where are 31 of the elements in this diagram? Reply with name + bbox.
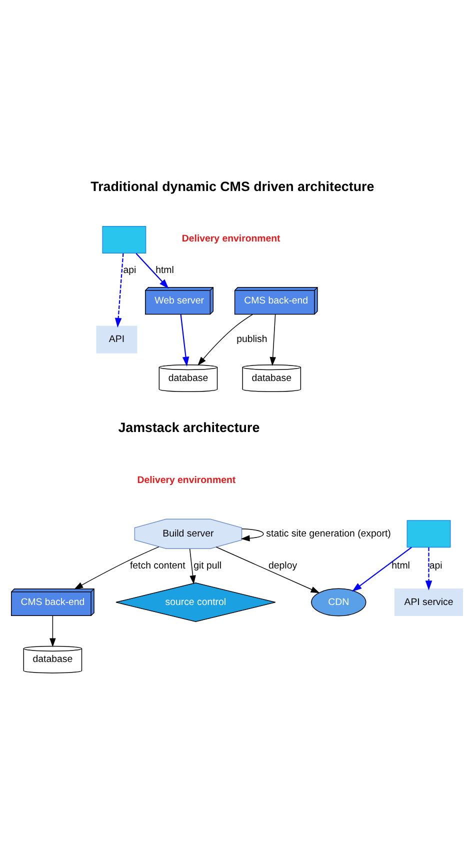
arrow xyxy=(114,252,124,328)
edge-label: html xyxy=(156,264,174,276)
arrow xyxy=(136,252,169,288)
edge-label: publish xyxy=(236,334,268,345)
arrow xyxy=(198,313,254,366)
label: Delivery environment xyxy=(182,233,280,244)
edge-label: api xyxy=(429,560,442,571)
arrow xyxy=(216,546,320,593)
node-box xyxy=(406,520,451,548)
arrow xyxy=(189,548,196,584)
arrow xyxy=(352,546,412,592)
arrow xyxy=(425,547,432,590)
arrow xyxy=(180,314,190,366)
node-box: API xyxy=(96,325,138,353)
label: Traditional dynamic CMS driven architecture xyxy=(90,178,374,194)
node-box: API service xyxy=(394,588,464,616)
arrow xyxy=(270,314,276,366)
edge-label: api xyxy=(123,264,136,276)
arrow xyxy=(50,614,56,647)
label: Jamstack architecture xyxy=(118,420,260,435)
edge-label: deploy xyxy=(268,560,298,571)
label: Delivery environment xyxy=(137,474,236,486)
node-ellipse: CDN xyxy=(311,588,366,616)
edge-label: html xyxy=(392,560,410,571)
edge-label: git pull xyxy=(194,560,222,571)
node-box xyxy=(102,225,146,254)
edge-label: fetch content xyxy=(130,560,186,571)
edge-label: static site generation (export) xyxy=(266,528,391,539)
arrow xyxy=(240,528,264,541)
node-diamond: source control xyxy=(116,582,276,622)
arrow xyxy=(74,546,160,589)
